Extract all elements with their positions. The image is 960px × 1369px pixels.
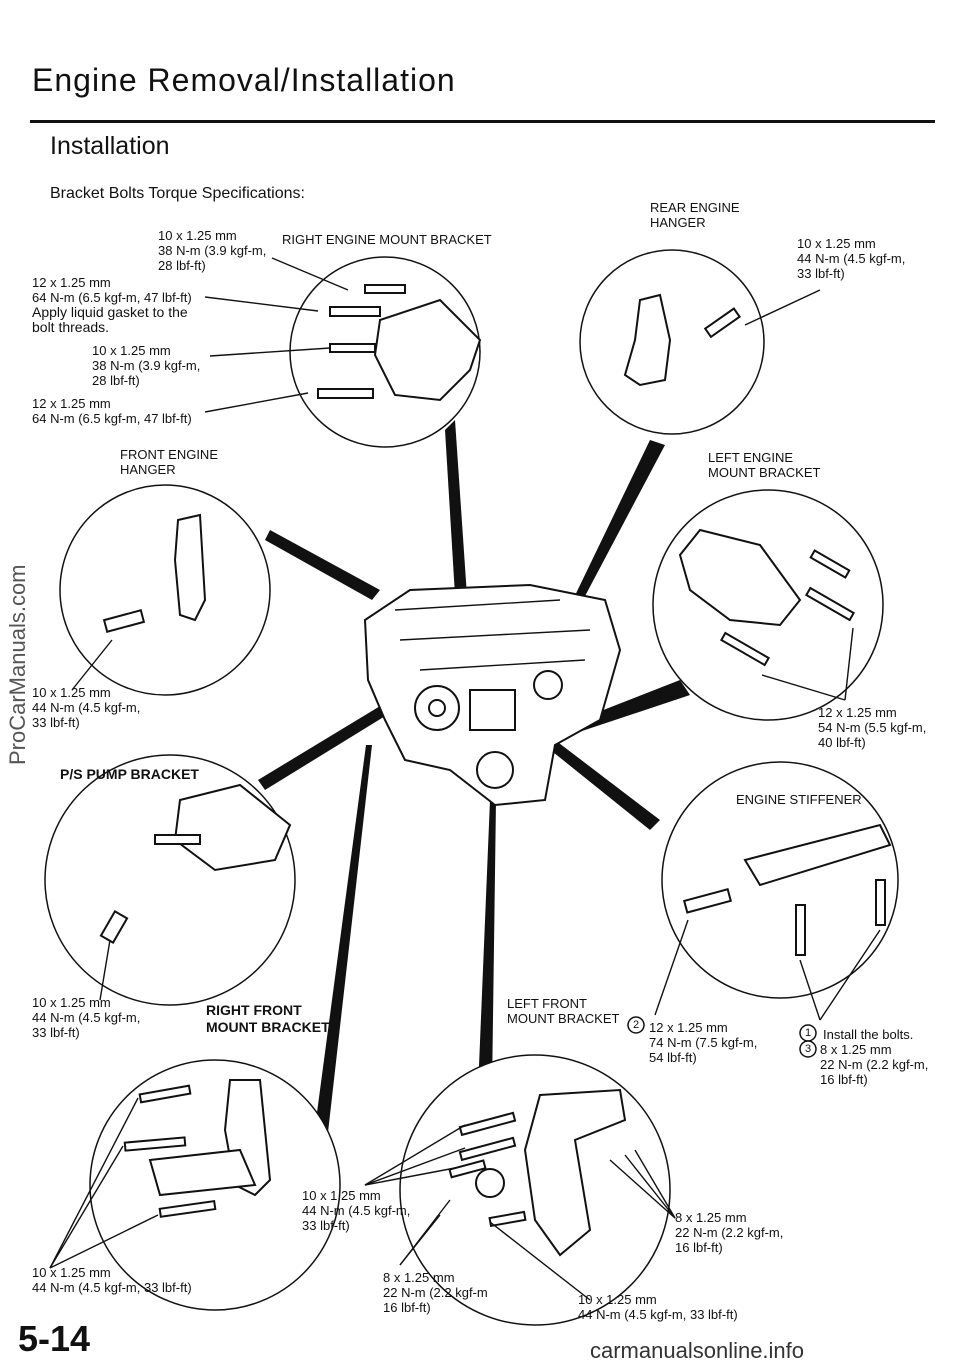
label-engine-stiffener: ENGINE STIFFENER <box>736 792 862 807</box>
front-hanger-parts <box>102 513 207 633</box>
section-title: Installation <box>50 132 170 160</box>
label-front-engine-hanger: FRONT ENGINE HANGER <box>120 447 218 477</box>
intro-text: Bracket Bolts Torque Specifications: <box>50 185 305 202</box>
spec-front-hanger: 10 x 1.25 mm 44 N-m (4.5 kgf-m, 33 lbf-f… <box>32 685 141 730</box>
spec-right-mount-1: 10 x 1.25 mm 38 N-m (3.9 kgf-m, 28 lbf-f… <box>158 228 267 273</box>
engine-block <box>363 583 622 807</box>
rear-hanger-parts <box>623 293 742 387</box>
circle-rear-hanger <box>579 249 765 435</box>
spec-rear-hanger: 10 x 1.25 mm 44 N-m (4.5 kgf-m, 33 lbf-f… <box>797 236 906 281</box>
circle-front-hanger <box>59 484 271 696</box>
spec-left-mount: 12 x 1.25 mm 54 N-m (5.5 kgf-m, 40 lbf-f… <box>818 705 927 750</box>
circle-stiffener <box>661 761 899 999</box>
leader-lines <box>49 257 881 1301</box>
spec-left-front-c: 8 x 1.25 mm 22 N-m (2.2 kgf-m 16 lbf-ft) <box>383 1270 488 1315</box>
left-front-parts <box>448 1088 627 1257</box>
watermark-text: ProCarManuals.com <box>5 564 30 765</box>
wedge-right-front <box>312 745 372 1150</box>
label-left-front-mount-bracket: LEFT FRONT MOUNT BRACKET <box>507 996 620 1026</box>
wedge-front-hanger <box>265 530 380 600</box>
label-left-engine-mount-bracket: LEFT ENGINE MOUNT BRACKET <box>708 450 821 480</box>
right-mount-parts <box>317 284 482 402</box>
spec-right-mount-4: 12 x 1.25 mm 64 N-m (6.5 kgf-m, 47 lbf-f… <box>32 396 192 426</box>
spec-gasket-note: Apply liquid gasket to the bolt threads. <box>32 304 188 335</box>
left-mount-parts <box>678 528 856 667</box>
spec-right-front: 10 x 1.25 mm 44 N-m (4.5 kgf-m, 33 lbf-f… <box>32 1265 192 1295</box>
stiffener-parts <box>682 823 892 956</box>
label-ps-pump-bracket: P/S PUMP BRACKET <box>60 766 199 782</box>
ps-pump-parts <box>99 783 292 944</box>
page-title: Engine Removal/Installation <box>32 62 456 98</box>
wedge-rear-hanger <box>568 440 665 615</box>
spec-stiffener-3: 8 x 1.25 mm 22 N-m (2.2 kgf-m, 16 lbf-ft… <box>820 1042 929 1087</box>
spec-left-front-d: 10 x 1.25 mm 44 N-m (4.5 kgf-m, 33 lbf-f… <box>578 1292 738 1322</box>
footer-site: carmanualsonline.info <box>590 1338 805 1363</box>
label-right-front-mount-bracket: RIGHT FRONT MOUNT BRACKET <box>206 1002 330 1035</box>
right-front-parts <box>123 1079 272 1218</box>
wedge-ps-pump <box>258 700 395 790</box>
spec-right-mount-2: 12 x 1.25 mm 64 N-m (6.5 kgf-m, 47 lbf-f… <box>32 275 192 305</box>
wedge-stiffener <box>548 740 660 830</box>
spec-left-front-b: 8 x 1.25 mm 22 N-m (2.2 kgf-m, 16 lbf-ft… <box>675 1210 784 1255</box>
marker-num-1: 1 <box>804 1027 812 1039</box>
label-rear-engine-hanger: REAR ENGINE HANGER <box>650 200 740 230</box>
spec-stiffener-1: Install the bolts. <box>823 1027 914 1042</box>
circle-ps-pump <box>44 754 296 1006</box>
label-right-engine-mount-bracket: RIGHT ENGINE MOUNT BRACKET <box>282 232 492 247</box>
marker-num-3: 3 <box>804 1043 812 1055</box>
spec-ps-pump: 10 x 1.25 mm 44 N-m (4.5 kgf-m, 33 lbf-f… <box>32 995 141 1040</box>
marker-num-2: 2 <box>632 1019 640 1031</box>
spec-right-mount-3: 10 x 1.25 mm 38 N-m (3.9 kgf-m, 28 lbf-f… <box>92 343 201 388</box>
spec-stiffener-2: 12 x 1.25 mm 74 N-m (7.5 kgf-m, 54 lbf-f… <box>649 1020 758 1065</box>
page-number: 5-14 <box>18 1318 91 1359</box>
number-markers <box>627 1016 817 1058</box>
wedge-left-front <box>478 800 496 1090</box>
title-rule <box>30 120 935 123</box>
spec-left-front-a: 10 x 1.25 mm 44 N-m (4.5 kgf-m, 33 lbf-f… <box>302 1188 411 1233</box>
